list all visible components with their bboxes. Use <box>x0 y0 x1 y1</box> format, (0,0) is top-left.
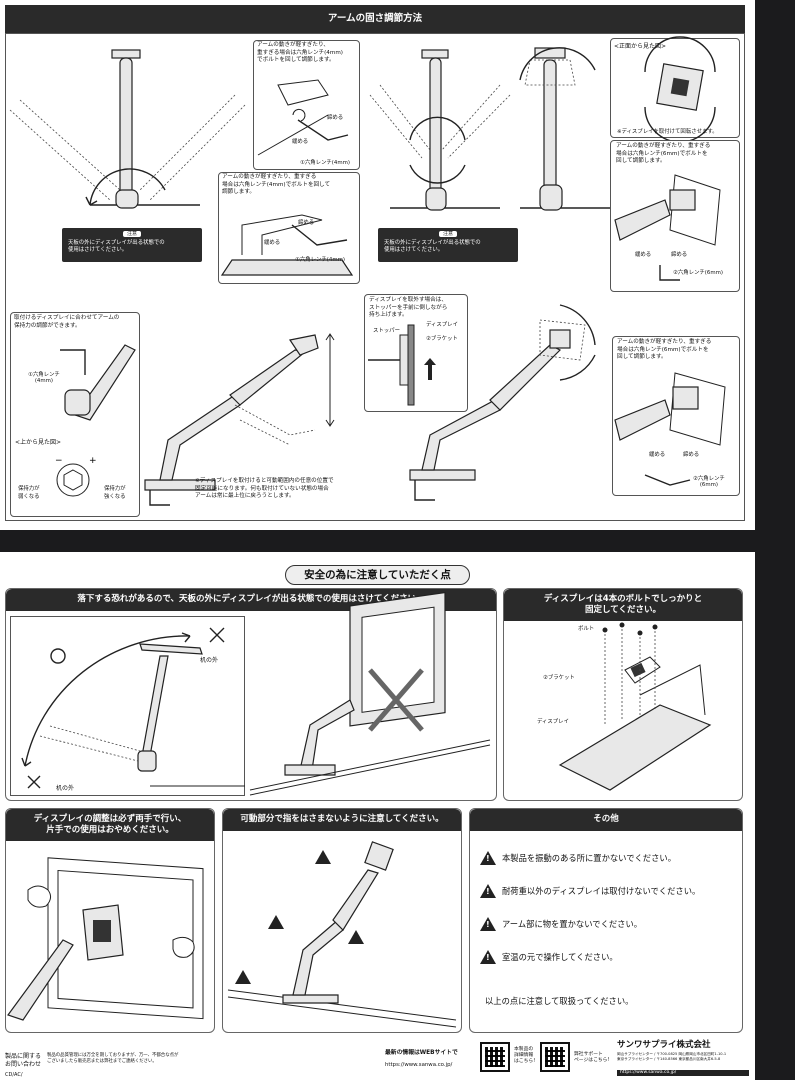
front-view-note: ※ディスプレイを取付けて回転させます。 <box>617 129 718 135</box>
sheet-arm-adjustment: アームの固さ調節方法 アームの動きが軽すぎたり、 重すぎる場合は六角レンチ(4m… <box>0 0 755 530</box>
callout1-tighten-label: 締める <box>327 115 344 121</box>
head-bolt-illustration-lower <box>614 372 726 486</box>
vesa-plate-rotation-illustration <box>644 36 716 143</box>
head-bolt-illustration-upper <box>614 174 721 281</box>
warning-text: 天板の外にディスプレイが出る状態での 使用はさけてください。 <box>68 239 165 254</box>
desk-outside-label-bottom: 机の外 <box>56 785 75 792</box>
qr1-label: 本製品の 詳細情報 はこちら! <box>514 1047 536 1065</box>
other-item-1: 本製品を振動のある所に置かないでください。 <box>480 851 676 865</box>
bottom-note: ※ディスプレイを取付けると可動範囲内の任意の位置で 固定可能になります。何も取付… <box>195 478 334 500</box>
callout1-loosen-label: 緩める <box>292 139 309 145</box>
vesa-bolts-illustration <box>558 622 712 791</box>
callout-tension-6mm-upper-text: アームの動きが軽すぎたり、重すぎる 場合は六角レンチ(6mm)でボルトを 回して… <box>616 143 711 165</box>
company-fine-print: 岡山サプライセンター / 〒700-0825 岡山県岡山市北区田町1-10-1 … <box>617 1052 727 1061</box>
top-view-nut-illustration: − + <box>55 456 97 497</box>
qr-code-product[interactable] <box>480 1042 510 1072</box>
display-label-2: ディスプレイ <box>537 719 569 725</box>
panel2-title: ディスプレイは4本のボルトでしっかりと 固定してください。 <box>504 589 742 621</box>
panel-pinch-warning: 可動部分で指をはさまないように注意してください。 <box>222 808 462 1033</box>
fall-arc-illustration <box>21 627 245 789</box>
callout6-loosen-label: 緩める <box>649 452 666 458</box>
arm-full-illustration-left <box>144 333 335 506</box>
callout3-loosen-label: 緩める <box>635 252 652 258</box>
panel4-title: 可動部分で指をはさまないように注意してください。 <box>223 809 461 831</box>
panel5-title: その他 <box>470 809 742 831</box>
bracket-label: ②ブラケット <box>426 336 458 342</box>
warning-icon <box>480 884 496 898</box>
display-label: ディスプレイ <box>426 322 458 328</box>
callout-holding-force-text: 取付けるディスプレイに合わせてアームの 保持力の調節ができます。 <box>14 315 120 329</box>
two-hands-illustration <box>7 857 204 1021</box>
arm-swing-illustration-center <box>369 47 610 211</box>
panel1-left-figure <box>10 616 245 796</box>
viewer-background-strip <box>755 0 795 1080</box>
callout2-wrench-label: ①六角レンチ(4mm) <box>295 257 345 263</box>
panel3-title: ディスプレイの調整は必ず両手で行い、 片手での使用はおやめください。 <box>6 809 214 841</box>
svg-text:−: − <box>55 456 63 466</box>
panel-other: その他 <box>469 808 743 1033</box>
footer-web-url[interactable]: https://www.sanwa.co.jp/ <box>385 1062 453 1068</box>
pinch-illustration <box>227 841 457 1028</box>
other-item-2: 耐荷重以外のディスプレイは取付けないでください。 <box>480 884 700 898</box>
callout6-tighten-label: 締める <box>683 452 700 458</box>
footer-code: CD/AC/ <box>5 1072 23 1078</box>
callout3-wrench-label: ②六角レンチ(6mm) <box>673 270 723 276</box>
warning-icon <box>480 950 496 964</box>
front-view-title: <正面から見た図> <box>614 43 667 50</box>
arm-full-illustration-right <box>409 304 596 501</box>
callout-tension-6mm-lower-text: アームの動きが軽すぎたり、重すぎる 場合は六角レンチ(6mm)でボルトを 回して… <box>617 339 712 361</box>
warning-box-center: 注意 天板の外にディスプレイが出る状態での 使用はさけてください。 <box>378 228 518 262</box>
callout2-tighten-label: 締める <box>298 220 315 226</box>
base-bolt-illustration <box>220 214 354 276</box>
top-view-title: <上から見た図> <box>15 439 62 446</box>
callout-display-removal <box>364 294 468 412</box>
footer-web-title: 最新の情報はWEBサイトで <box>385 1050 458 1056</box>
footer-fine-print: 製品の品質管理には万全を期しておりますが、万一、不都合な点が ございましたら販売… <box>47 1053 179 1064</box>
callout-display-removal-text: ディスプレイを取外す場合は、 ストッパーを手前に倒しながら 持ち上げます。 <box>369 297 448 319</box>
stopper-label: ストッパー <box>373 328 400 334</box>
sheet1-header: アームの固さ調節方法 <box>5 5 745 33</box>
stopper-illustration <box>368 324 436 406</box>
holding-force-bolt-illustration <box>60 344 136 421</box>
bolt-wrench-illustration-1 <box>257 79 349 156</box>
arm-swing-illustration-left <box>9 49 246 209</box>
page-separator <box>0 530 795 552</box>
callout1-wrench-label: ①六角レンチ(4mm) <box>300 160 350 166</box>
safety-title: 安全の為に注意していただく点 <box>285 565 470 585</box>
other-item-4: 室温の元で操作してください。 <box>480 950 618 964</box>
bracket-label-2: ②ブラケット <box>543 675 575 681</box>
warning-icon <box>480 851 496 865</box>
company-name: サンワサプライ株式会社 <box>617 1040 711 1050</box>
svg-text:+: + <box>89 456 97 466</box>
callout2-loosen-label: 緩める <box>264 240 281 246</box>
callout4-wrench-label: ①六角レンチ (4mm) <box>28 372 60 384</box>
callout6-wrench-label: ②六角レンチ (6mm) <box>693 476 725 488</box>
display-overhang-illustration <box>249 591 491 796</box>
warning-tag-center: 注意 <box>438 231 457 237</box>
desk-outside-label-top: 机の外 <box>200 657 219 664</box>
other-closing-text: 以上の点に注意して取扱ってください。 <box>485 996 634 1006</box>
warning-box-left: 注意 天板の外にディスプレイが出る状態での 使用はさけてください。 <box>62 228 202 262</box>
callout3-tighten-label: 締める <box>671 252 688 258</box>
callout-tension-6mm-lower <box>612 336 740 496</box>
warning-icon <box>480 917 496 931</box>
warning-text-center: 天板の外にディスプレイが出る状態での 使用はさけてください。 <box>384 239 481 254</box>
callout-tension-4mm-top-text: アームの動きが軽すぎたり、 重すぎる場合は六角レンチ(4mm) でボルトを回して… <box>257 42 343 64</box>
qr2-label: 弊社サポート ページはこちら! <box>574 1052 610 1064</box>
qr-code-support[interactable] <box>540 1042 570 1072</box>
warning-tag: 注意 <box>122 231 141 237</box>
strong-label: 保持力が 強くなる <box>104 486 126 500</box>
callout-tension-4mm-top <box>253 40 360 170</box>
other-item-3: アーム部に物を置かないでください。 <box>480 917 642 931</box>
footer-contact-heading: 製品に関する お問い合わせ <box>5 1053 42 1068</box>
callout-tension-4mm-base-text: アームの動きが軽すぎたり、重すぎる 場合は六角レンチ(4mm)でボルトを回して … <box>222 174 331 196</box>
company-url[interactable]: https://www.sanwa.co.jp/ <box>617 1070 749 1076</box>
weak-label: 保持力が 弱くなる <box>18 486 40 500</box>
bolt-label: ボルト <box>578 626 595 632</box>
